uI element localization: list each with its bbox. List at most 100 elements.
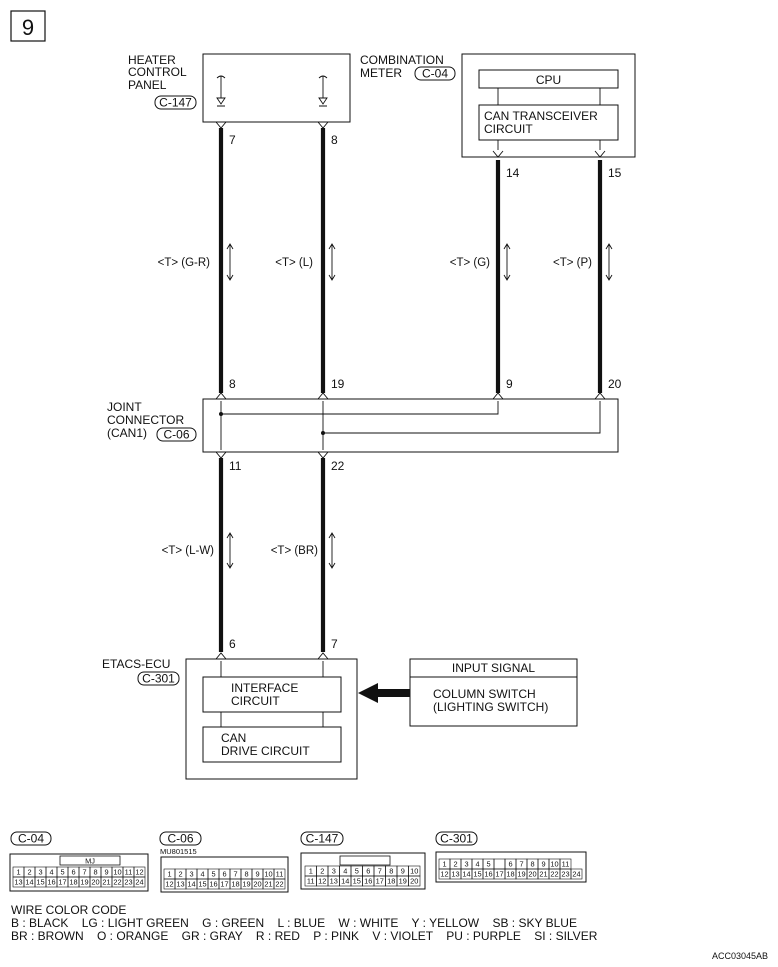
connector-pin-number: 3 <box>38 868 42 877</box>
connector-pin-number: 5 <box>355 867 359 876</box>
connector-pin-number: 2 <box>27 868 31 877</box>
connector-pin-number: 7 <box>378 867 382 876</box>
connector-pin-number: 12 <box>165 880 173 889</box>
meter-connector-id: C-04 <box>422 67 448 81</box>
connector-pin-number: 20 <box>528 870 536 879</box>
caret-etacs-6 <box>215 652 227 660</box>
caret-joint-in-20 <box>594 392 606 400</box>
pin-heater-7: 7 <box>229 133 236 147</box>
pin-joint-11: 11 <box>229 459 242 473</box>
wire-label-meter-14: <T> (G) <box>450 257 490 269</box>
connector-pin-number: 12 <box>318 877 326 886</box>
connector-pin-number: 10 <box>113 868 121 877</box>
caret-joint-in-8 <box>215 392 227 400</box>
heater-label-line1: HEATER <box>128 53 176 67</box>
connector-pin-number: 10 <box>410 867 418 876</box>
etacs-ecu-box <box>185 658 358 780</box>
arrow-joint-11 <box>226 532 234 569</box>
heater-terminal-8-symbol <box>318 75 328 107</box>
connector-pin-number: 12 <box>440 870 448 879</box>
joint-label-line1: JOINT <box>107 400 142 414</box>
cv-c147-id: C-147 <box>306 832 339 846</box>
joint-connector-box <box>202 398 619 453</box>
connector-pin-number: 22 <box>275 880 283 889</box>
connector-pin-number: 10 <box>264 870 272 879</box>
connector-pin-number: 19 <box>242 880 250 889</box>
pin-heater-8: 8 <box>331 133 338 147</box>
joint-splice-dot-right <box>321 431 325 435</box>
connector-pin-number: 18 <box>506 870 514 879</box>
connector-pin-number: 15 <box>36 878 44 887</box>
harness-wires <box>218 128 603 652</box>
connector-pin-number: 16 <box>364 877 372 886</box>
cv-c04-tag <box>10 831 52 846</box>
connector-pin-number: 16 <box>47 878 55 887</box>
interface-circuit-line2: CIRCUIT <box>231 694 280 708</box>
heater-control-panel-box <box>202 53 351 123</box>
connector-pin-number: 6 <box>366 867 370 876</box>
caret-joint-out-22 <box>317 451 329 459</box>
cv-c147-tag <box>300 831 344 846</box>
connector-pin-number: 4 <box>49 868 53 877</box>
connector-pin-number: 13 <box>451 870 459 879</box>
heater-terminal-7-symbol <box>216 75 226 107</box>
etacs-label: ETACS-ECU <box>102 657 170 671</box>
can-transceiver-box <box>478 104 619 141</box>
can-transceiver-line2: CIRCUIT <box>484 122 533 136</box>
connector-pin-number: 18 <box>69 878 77 887</box>
wire-color-code-title: WIRE COLOR CODE <box>11 903 126 917</box>
connector-pin-number: 23 <box>124 878 132 887</box>
connector-pin-number: 14 <box>25 878 33 887</box>
connector-pin-number: 20 <box>253 880 261 889</box>
can-transceiver-line1: CAN TRANSCEIVER <box>484 109 598 123</box>
connector-pin-number: 20 <box>410 877 418 886</box>
pin-joint-22: 22 <box>331 459 345 473</box>
pin-joint-9: 9 <box>506 377 513 391</box>
cv-c06-tag <box>159 831 202 846</box>
page-number-box <box>10 10 46 42</box>
arrow-joint-22 <box>328 532 336 569</box>
connector-pin-number: 13 <box>330 877 338 886</box>
heater-connector-id: C-147 <box>159 96 192 110</box>
connector-pin-number: 13 <box>14 878 22 887</box>
pin-meter-14: 14 <box>506 166 520 180</box>
wire-label-heater-8: <T> (L) <box>275 257 313 269</box>
connector-pin-number: 8 <box>93 868 97 877</box>
pin-joint-8: 8 <box>229 377 236 391</box>
etacs-connector-id: C-301 <box>142 672 175 686</box>
connector-pin-number: 19 <box>399 877 407 886</box>
connector-pin-number: 11 <box>125 868 133 877</box>
connector-pin-number: 22 <box>550 870 558 879</box>
connector-pin-number: 23 <box>561 870 569 879</box>
bidirectional-arrows <box>226 243 613 569</box>
cv-c06-part-no: MU801515 <box>160 847 197 856</box>
connector-pin-cell <box>493 858 506 870</box>
connector-pin-number: 21 <box>102 878 110 887</box>
connector-pin-number: 24 <box>135 878 143 887</box>
figure-code: ACC03045AB <box>712 951 768 961</box>
arrow-meter-15 <box>605 243 613 281</box>
wire-color-code-line1: B : BLACK LG : LIGHT GREEN G : GREEN L :… <box>11 916 577 930</box>
connector-pin-number: 21 <box>264 880 272 889</box>
connector-pin-number: 18 <box>231 880 239 889</box>
connector-pin-number: 17 <box>495 870 503 879</box>
connector-pin-number: 11 <box>276 870 284 879</box>
connector-pin-number: 7 <box>82 868 86 877</box>
meter-connector-tag <box>414 66 456 81</box>
joint-bus-can-high <box>221 401 499 415</box>
connector-pin-number: 9 <box>104 868 108 877</box>
etacs-connector-tag <box>137 671 180 686</box>
connector-pin-number: 4 <box>200 870 204 879</box>
connector-pin-number: 5 <box>60 868 64 877</box>
connector-pin-cell <box>133 876 146 888</box>
can-drive-circuit-box <box>202 726 342 763</box>
joint-label-line2: CONNECTOR <box>107 413 184 427</box>
heater-label-line2: CONTROL <box>128 65 187 79</box>
connector-pin-number: 12 <box>135 868 143 877</box>
connector-pin-number: 6 <box>222 870 226 879</box>
pin-joint-20: 20 <box>608 377 622 391</box>
arrow-heater-8 <box>328 243 336 281</box>
